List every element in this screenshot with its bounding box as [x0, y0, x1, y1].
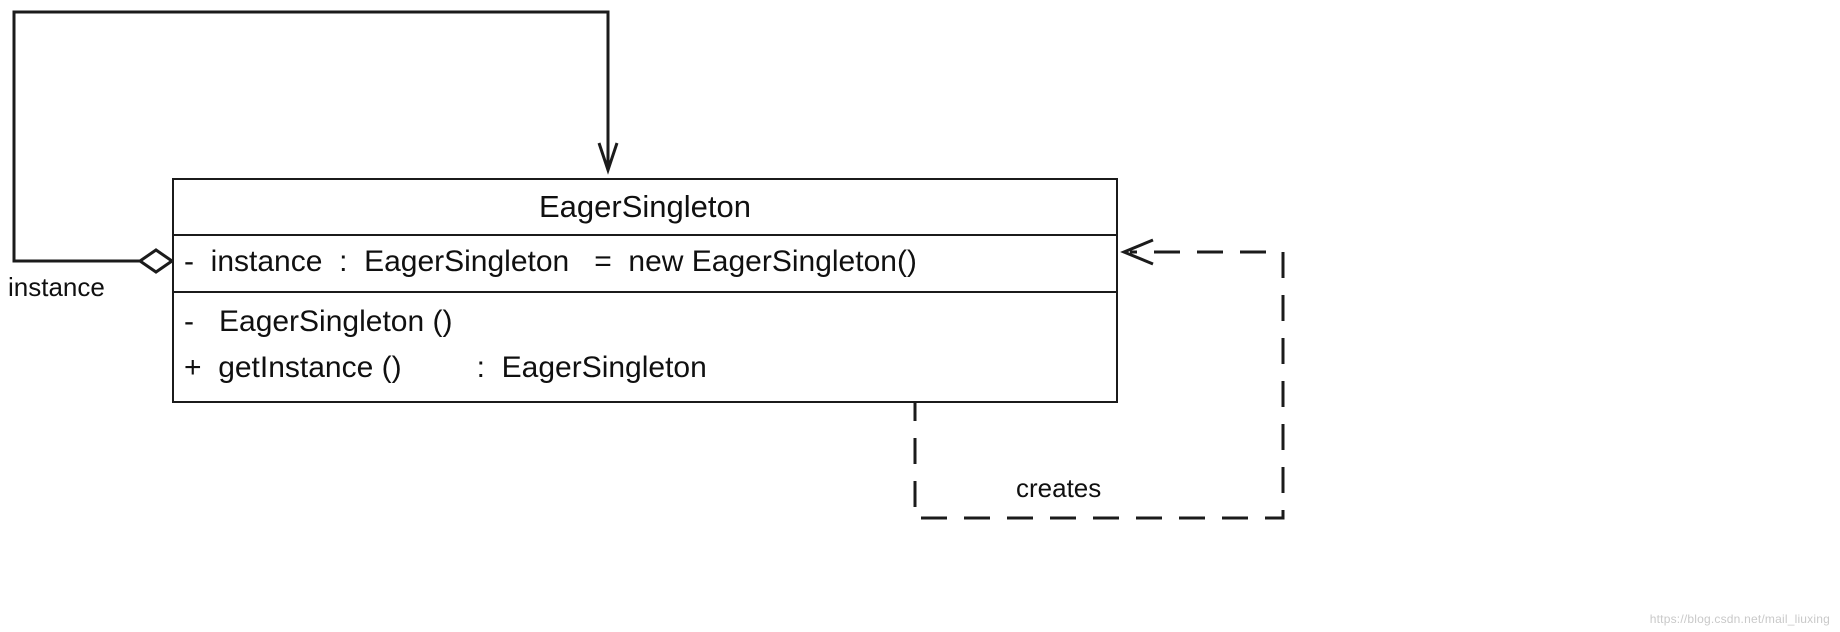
uml-operations-compartment: - EagerSingleton () + getInstance () : E…	[174, 293, 1116, 401]
aggregation-line	[12, 10, 610, 263]
uml-operation-row: - EagerSingleton ()	[184, 305, 453, 338]
aggregation-diamond-icon	[137, 248, 175, 274]
aggregation-arrowhead-icon	[597, 142, 619, 175]
uml-operation-row: + getInstance () : EagerSingleton	[184, 351, 707, 384]
dependency-arrowhead-icon	[1120, 238, 1154, 266]
uml-attributes-compartment: - instance : EagerSingleton = new EagerS…	[174, 236, 1116, 293]
watermark-text: https://blog.csdn.net/mail_liuxing	[1649, 612, 1830, 626]
dependency-label: creates	[1016, 473, 1102, 503]
uml-class-name: EagerSingleton	[174, 180, 1116, 236]
aggregation-connector	[12, 10, 619, 274]
uml-class-box[interactable]: EagerSingleton - instance : EagerSinglet…	[172, 178, 1118, 403]
aggregation-label: instance	[8, 272, 105, 302]
uml-attribute-row: - instance : EagerSingleton = new EagerS…	[184, 245, 917, 278]
dependency-connector	[913, 238, 1285, 520]
dependency-dashed-line	[913, 250, 1285, 520]
